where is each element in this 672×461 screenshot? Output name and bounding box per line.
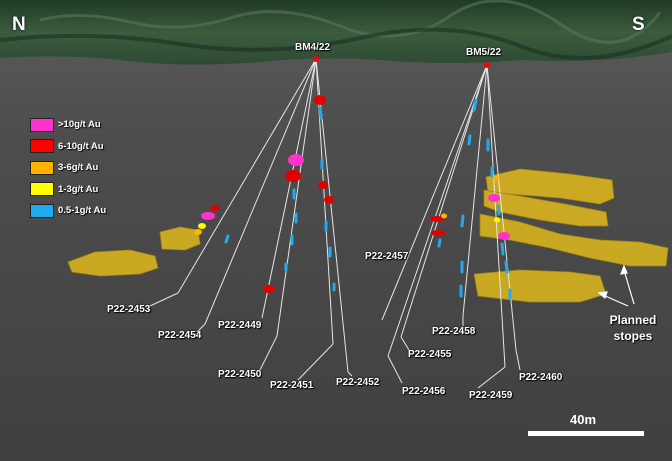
legend-item: 6-10g/t Au <box>30 136 106 158</box>
legend-swatch <box>30 203 54 218</box>
legend-label: 3-6g/t Au <box>58 162 99 174</box>
intercept-orange <box>194 229 202 235</box>
drillhole-label: P22-2453 <box>107 304 151 315</box>
intercept-yellow <box>494 217 500 223</box>
legend-item: >10g/t Au <box>30 114 106 136</box>
intercept-high <box>430 216 444 222</box>
collar-bm4 <box>313 56 319 62</box>
collar-label: BM5/22 <box>466 47 502 58</box>
planned-stopes <box>67 168 669 303</box>
planned-stopes-label: Planned stopes <box>609 313 657 343</box>
legend-swatch <box>30 139 54 154</box>
stope <box>159 226 201 251</box>
trace-p22-2453 <box>177 58 317 294</box>
stope <box>473 269 607 303</box>
intercept-high <box>263 285 275 293</box>
legend-swatch <box>30 160 54 175</box>
legend-label: 0.5-1g/t Au <box>58 205 107 217</box>
intercept-magenta <box>488 194 500 202</box>
intercept-high <box>285 170 301 182</box>
intercept-magenta <box>201 212 215 220</box>
collar-label: BM4/22 <box>295 42 331 53</box>
drill-traces-bm5 <box>381 64 517 368</box>
drillhole-label: P22-2452 <box>336 377 380 388</box>
legend-swatch <box>30 182 54 197</box>
intercept-high <box>431 230 445 236</box>
trace-p22-2450 <box>276 58 317 337</box>
legend-label: 1-3g/t Au <box>58 183 99 195</box>
stope <box>479 213 669 267</box>
trace-p22-2458 <box>462 64 488 317</box>
legend-item: 3-6g/t Au <box>30 157 106 179</box>
intercept-high <box>318 181 328 189</box>
trace-p22-2460 <box>486 64 517 351</box>
drillhole-label: P22-2456 <box>402 386 446 397</box>
drillhole-label: P22-2450 <box>218 369 262 380</box>
legend-label: >10g/t Au <box>58 119 101 131</box>
south-indicator: S <box>632 14 645 35</box>
drillhole-label: P22-2457 <box>365 251 409 262</box>
trace-p22-2459 <box>486 64 506 368</box>
intercept-high <box>314 95 326 105</box>
low-grade-intervals <box>224 98 512 300</box>
intercept-magenta <box>288 154 304 166</box>
grade-legend: >10g/t Au 6-10g/t Au 3-6g/t Au 1-3g/t Au… <box>30 114 106 222</box>
intercept-magenta <box>498 232 510 240</box>
intercept-high <box>324 196 334 204</box>
trace-p22-2449 <box>261 58 317 319</box>
drillhole-label: P22-2454 <box>158 330 202 341</box>
trace-p22-2454 <box>204 58 317 325</box>
intercept-orange <box>441 213 447 219</box>
legend-label: 6-10g/t Au <box>58 140 104 152</box>
intercept-yellow <box>198 223 206 229</box>
trace-p22-2456 <box>387 64 488 357</box>
drillhole-label: P22-2460 <box>519 372 563 383</box>
drillhole-label: P22-2449 <box>218 320 262 331</box>
scale-label: 40m <box>570 412 597 427</box>
stope <box>67 249 159 277</box>
leader-lines <box>149 292 521 389</box>
stopes-pointer <box>597 264 635 307</box>
grade-intercepts <box>194 56 510 293</box>
legend-item: 1-3g/t Au <box>30 179 106 201</box>
intercept-high <box>210 205 220 211</box>
drillhole-label: P22-2451 <box>270 380 314 391</box>
scale-bar <box>528 431 644 436</box>
stope <box>483 189 609 227</box>
intercept-orange <box>493 175 499 181</box>
trace-p22-2457 <box>381 64 488 321</box>
drillhole-label: P22-2459 <box>469 390 513 401</box>
drillhole-label: P22-2458 <box>432 326 476 337</box>
terrain-surface <box>0 0 672 65</box>
north-indicator: N <box>12 14 26 35</box>
legend-swatch <box>30 117 54 132</box>
drill-traces-bm4 <box>177 58 349 373</box>
legend-item: 0.5-1g/t Au <box>30 200 106 222</box>
collar-bm5 <box>484 62 490 68</box>
drillhole-label: P22-2455 <box>408 349 452 360</box>
